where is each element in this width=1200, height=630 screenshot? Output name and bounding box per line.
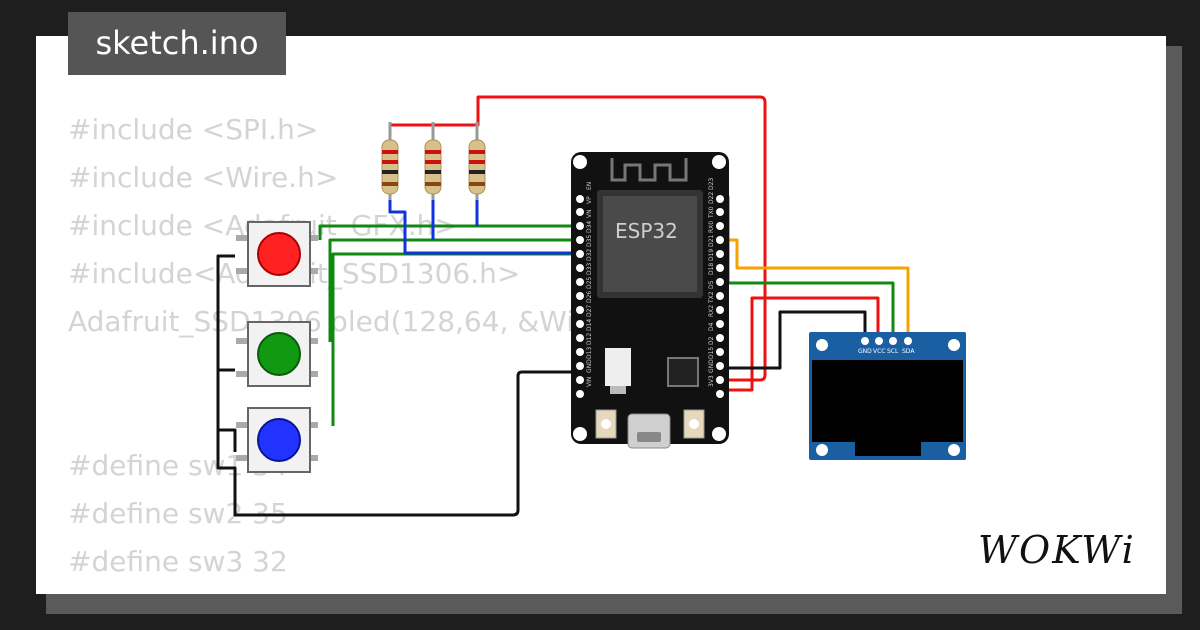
- pin-label: RX0: [708, 221, 715, 233]
- pin-label: D22: [708, 192, 715, 204]
- oled-pin-scl: SCL: [887, 348, 899, 355]
- wire-red-vcc: [720, 296, 880, 392]
- pin-label: D14: [586, 319, 593, 331]
- oled-pin-vcc: VCC: [873, 348, 885, 355]
- pin-label: 3V3: [708, 375, 715, 387]
- resistor-2[interactable]: [424, 122, 442, 200]
- pin-label: VIN: [586, 377, 593, 387]
- code-line: #include <SPI.h>: [68, 113, 319, 146]
- antenna-icon: [610, 158, 688, 182]
- voltage-regulator: [605, 348, 631, 386]
- pin-label: D5: [708, 280, 715, 289]
- pin-label: GND: [708, 359, 715, 373]
- pin-label: D25: [586, 277, 593, 289]
- pin-label: D12: [586, 333, 593, 345]
- pin-label: TX2: [708, 291, 715, 304]
- usb-port: [627, 413, 671, 449]
- pin-label: D32: [586, 249, 593, 261]
- pin-label: D33: [586, 263, 593, 275]
- wire-blue-r1: [388, 200, 580, 255]
- wire-green-btn1: [318, 224, 580, 240]
- usb-chip: [667, 357, 699, 387]
- wire-yellow-sda: [720, 238, 910, 340]
- pin-label: EN: [586, 182, 593, 190]
- pin-label: VN: [586, 209, 593, 218]
- wire-green-btn3: [331, 252, 580, 426]
- esp32-left-pin-headers: [576, 195, 584, 398]
- pin-label: TX0: [708, 206, 715, 219]
- resistors[interactable]: [381, 122, 486, 200]
- wire-black-oled-gnd: [720, 310, 867, 370]
- pin-label: D21: [708, 235, 715, 247]
- pin-label: D34: [586, 221, 593, 233]
- wokwi-logo: WOKWi: [978, 528, 1136, 572]
- wire-black-gnd: [216, 370, 580, 517]
- pin-label: D26: [586, 291, 593, 303]
- esp32-right-pin-headers: [716, 195, 724, 398]
- pin-label: D15: [708, 347, 715, 359]
- pin-label: GND: [586, 359, 593, 373]
- esp32-left-pin-labels: EN VP VN D34 D35 D32 D33 D25 D26 D27 D14…: [586, 182, 593, 387]
- esp32-right-pin-labels: D23 D22 TX0 RX0 D21 D19 D18 D5 TX2 RX2 D…: [708, 178, 715, 387]
- button-cap-blue[interactable]: [257, 418, 301, 462]
- esp32-board[interactable]: ESP32 EN VP VN D34 D35 D32 D33 D25 D26: [571, 152, 729, 449]
- wire-red-rail: [390, 95, 767, 382]
- button-cap-red[interactable]: [257, 232, 301, 276]
- pin-label: D2: [708, 336, 715, 345]
- wire-black-btn-link: [216, 254, 235, 372]
- pin-label: D4: [708, 322, 715, 331]
- pin-label: VP: [586, 196, 593, 204]
- esp32-label: ESP32: [615, 219, 678, 243]
- wire-black-btn-link2: [216, 368, 235, 430]
- oled-display[interactable]: GND VCC SCL SDA: [809, 332, 966, 460]
- pin-label: D23: [708, 178, 715, 190]
- button-cap-green[interactable]: [257, 332, 301, 376]
- oled-pin-sda: SDA: [902, 348, 915, 355]
- pin-label: RX2: [708, 305, 715, 317]
- wires: [216, 95, 910, 517]
- pin-label: D35: [586, 235, 593, 247]
- code-line: #define sw3 32: [68, 545, 288, 578]
- pin-label: D13: [586, 347, 593, 359]
- pin-label: D19: [708, 249, 715, 261]
- oled-pin-headers: [861, 337, 912, 345]
- resistor-3[interactable]: [468, 122, 486, 200]
- oled-screen: [812, 360, 963, 442]
- pushbutton-blue[interactable]: [236, 407, 318, 473]
- oled-pin-gnd: GND: [858, 348, 872, 355]
- pin-label: D27: [586, 305, 593, 317]
- wire-green-btn2: [328, 238, 580, 342]
- oled-pin-labels: GND VCC SCL SDA: [858, 348, 915, 355]
- pushbutton-red[interactable]: [236, 221, 318, 287]
- pin-label: D18: [708, 263, 715, 275]
- file-tab[interactable]: sketch.ino: [68, 12, 286, 75]
- resistor-1[interactable]: [381, 122, 399, 200]
- pushbutton-green[interactable]: [236, 321, 318, 387]
- code-line: #include <Wire.h>: [68, 161, 339, 194]
